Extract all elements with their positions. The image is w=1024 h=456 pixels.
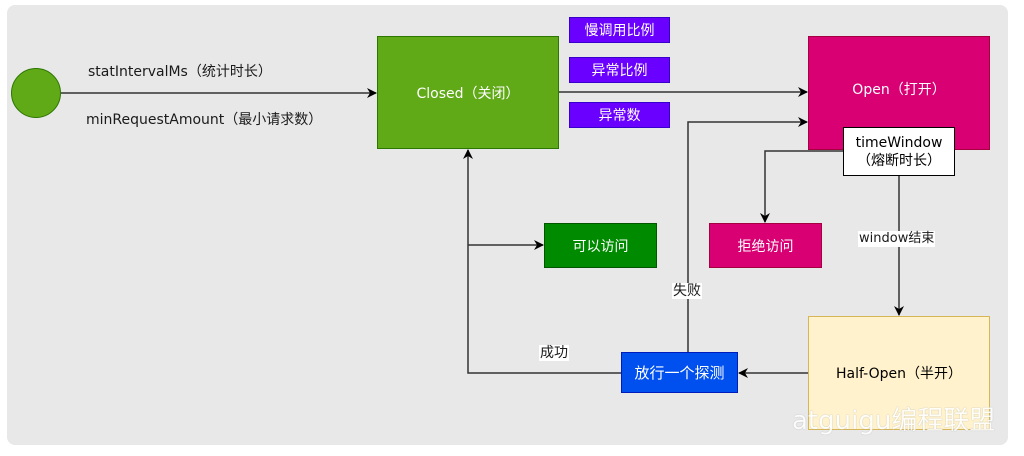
action-probe[interactable]: 放行一个探测 xyxy=(621,352,738,393)
state-half-open-label: Half-Open（半开） xyxy=(836,366,962,382)
edge-probe-success-to-closed xyxy=(463,149,621,374)
edge-open-to-reject xyxy=(760,150,843,223)
state-open-label: Open（打开） xyxy=(852,82,946,98)
state-closed-label: Closed（关闭） xyxy=(416,85,520,102)
trigger-label: 异常比例 xyxy=(591,63,648,79)
trigger-label: 慢调用比例 xyxy=(584,23,655,39)
start-node[interactable] xyxy=(11,68,61,118)
edge-label-stat-interval: statIntervalMs（统计时长） xyxy=(88,64,272,80)
trigger-label: 异常数 xyxy=(598,108,641,124)
action-allow-label: 可以访问 xyxy=(572,238,629,255)
edge-label-fail: 失败 xyxy=(672,283,702,299)
action-probe-label: 放行一个探测 xyxy=(634,364,725,382)
action-reject-access[interactable]: 拒绝访问 xyxy=(709,223,822,268)
time-window-line1: timeWindow xyxy=(855,134,943,151)
state-half-open[interactable]: Half-Open（半开） xyxy=(808,316,990,430)
trigger-exception-ratio[interactable]: 异常比例 xyxy=(569,57,670,83)
action-allow-access[interactable]: 可以访问 xyxy=(544,223,657,268)
edge-label-min-request: minRequestAmount（最小请求数） xyxy=(86,112,323,128)
action-reject-label: 拒绝访问 xyxy=(737,238,794,255)
edge-label-success: 成功 xyxy=(539,345,569,361)
trigger-slow-call-ratio[interactable]: 慢调用比例 xyxy=(569,17,670,43)
time-window-line2: （熔断时长） xyxy=(857,152,941,169)
state-closed[interactable]: Closed（关闭） xyxy=(377,36,559,149)
trigger-exception-count[interactable]: 异常数 xyxy=(569,102,670,128)
edge-probe-fail-to-open xyxy=(687,117,808,352)
watermark: atguigu编程联盟 xyxy=(792,406,996,436)
time-window-box[interactable]: timeWindow （熔断时长） xyxy=(843,127,955,176)
edge-label-window-end: window结束 xyxy=(858,231,936,247)
